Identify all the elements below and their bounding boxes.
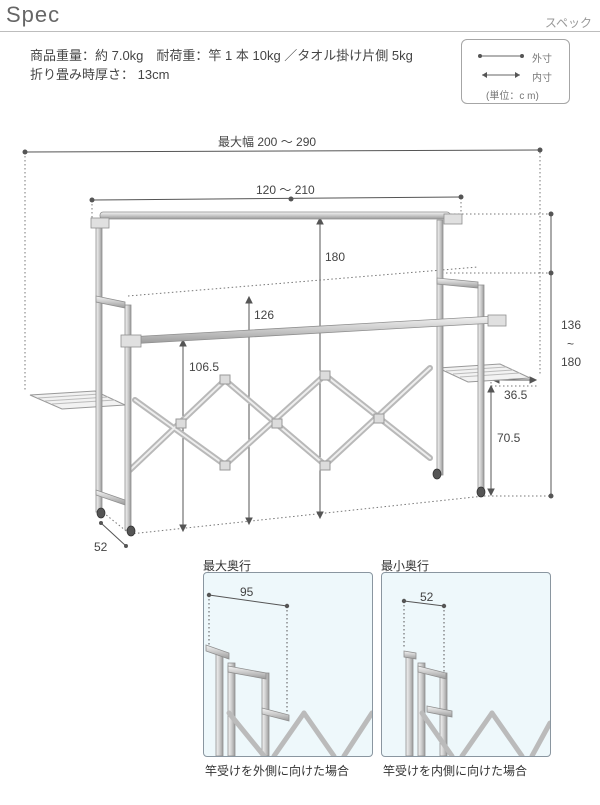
inset-min-depth-caption: 竿受けを内側に向けた場合 — [383, 764, 528, 778]
inset-min-depth-dim: 52 — [420, 590, 434, 604]
wing-height-label: 70.5 — [497, 431, 521, 445]
wing-depth-label: 36.5 — [504, 388, 528, 402]
legend-outer-label: 外寸 — [532, 54, 552, 65]
side-height-top-label: 136 — [561, 318, 582, 332]
inset-min-depth — [381, 572, 551, 757]
depth-52-line — [99, 521, 128, 548]
inset-max-depth-drawing — [205, 592, 372, 756]
dimension-legend: 外寸 内寸 (単位：c m) — [461, 39, 570, 104]
page-title: Spec — [6, 2, 61, 27]
page-subtitle: スペック — [544, 16, 592, 30]
inset-max-depth — [203, 572, 373, 757]
scissor-joints — [175, 370, 385, 471]
side-arms — [95, 277, 479, 506]
inset-max-depth-title: 最大奥行 — [203, 559, 252, 573]
height-180-label: 180 — [325, 250, 346, 264]
lower-hanging-pole — [120, 314, 507, 348]
side-height-line — [548, 211, 554, 499]
inset-max-depth-caption: 竿受けを外側に向けた場合 — [205, 764, 350, 778]
side-height-bottom-label: 180 — [561, 355, 582, 369]
side-height-tilde: ~ — [567, 337, 575, 351]
height-1065-label: 106.5 — [189, 360, 220, 374]
height-180-arrow — [316, 216, 324, 520]
inset-min-depth-drawing — [401, 598, 550, 756]
height-126-label: 126 — [254, 308, 275, 322]
outer-dimension-symbol — [478, 54, 524, 58]
legend-symbols — [478, 54, 524, 78]
perimeter-guide-lines — [24, 152, 550, 535]
inset-max-depth-dim: 95 — [240, 585, 254, 599]
legend-inner-label: 内寸 — [532, 73, 552, 84]
inner-width-line — [89, 194, 464, 203]
max-width-label: 最大幅 200 〜 290 — [218, 135, 317, 149]
scissor-arms-highlight — [129, 367, 431, 471]
top-hanging-pole — [90, 211, 463, 229]
spec-thickness-line: 折り畳み時厚さ： 13cm — [30, 67, 170, 82]
max-width-line — [22, 147, 543, 155]
wing-height-arrow — [487, 384, 495, 497]
header-rule — [0, 31, 600, 32]
left-towel-wing — [29, 390, 126, 410]
legend-unit-label: (単位：c m) — [486, 91, 539, 102]
casters — [96, 468, 486, 537]
drying-rack-diagram — [22, 147, 554, 548]
depth-52-label: 52 — [94, 540, 108, 554]
inner-dimension-symbol — [482, 72, 520, 78]
inner-width-label: 120 〜 210 — [256, 183, 315, 197]
spec-weight-line: 商品重量：約 7.0kg 耐荷重：竿 1 本 10kg ／タオル掛け片側 5kg — [30, 48, 413, 63]
inset-min-depth-title: 最小奥行 — [381, 559, 430, 573]
